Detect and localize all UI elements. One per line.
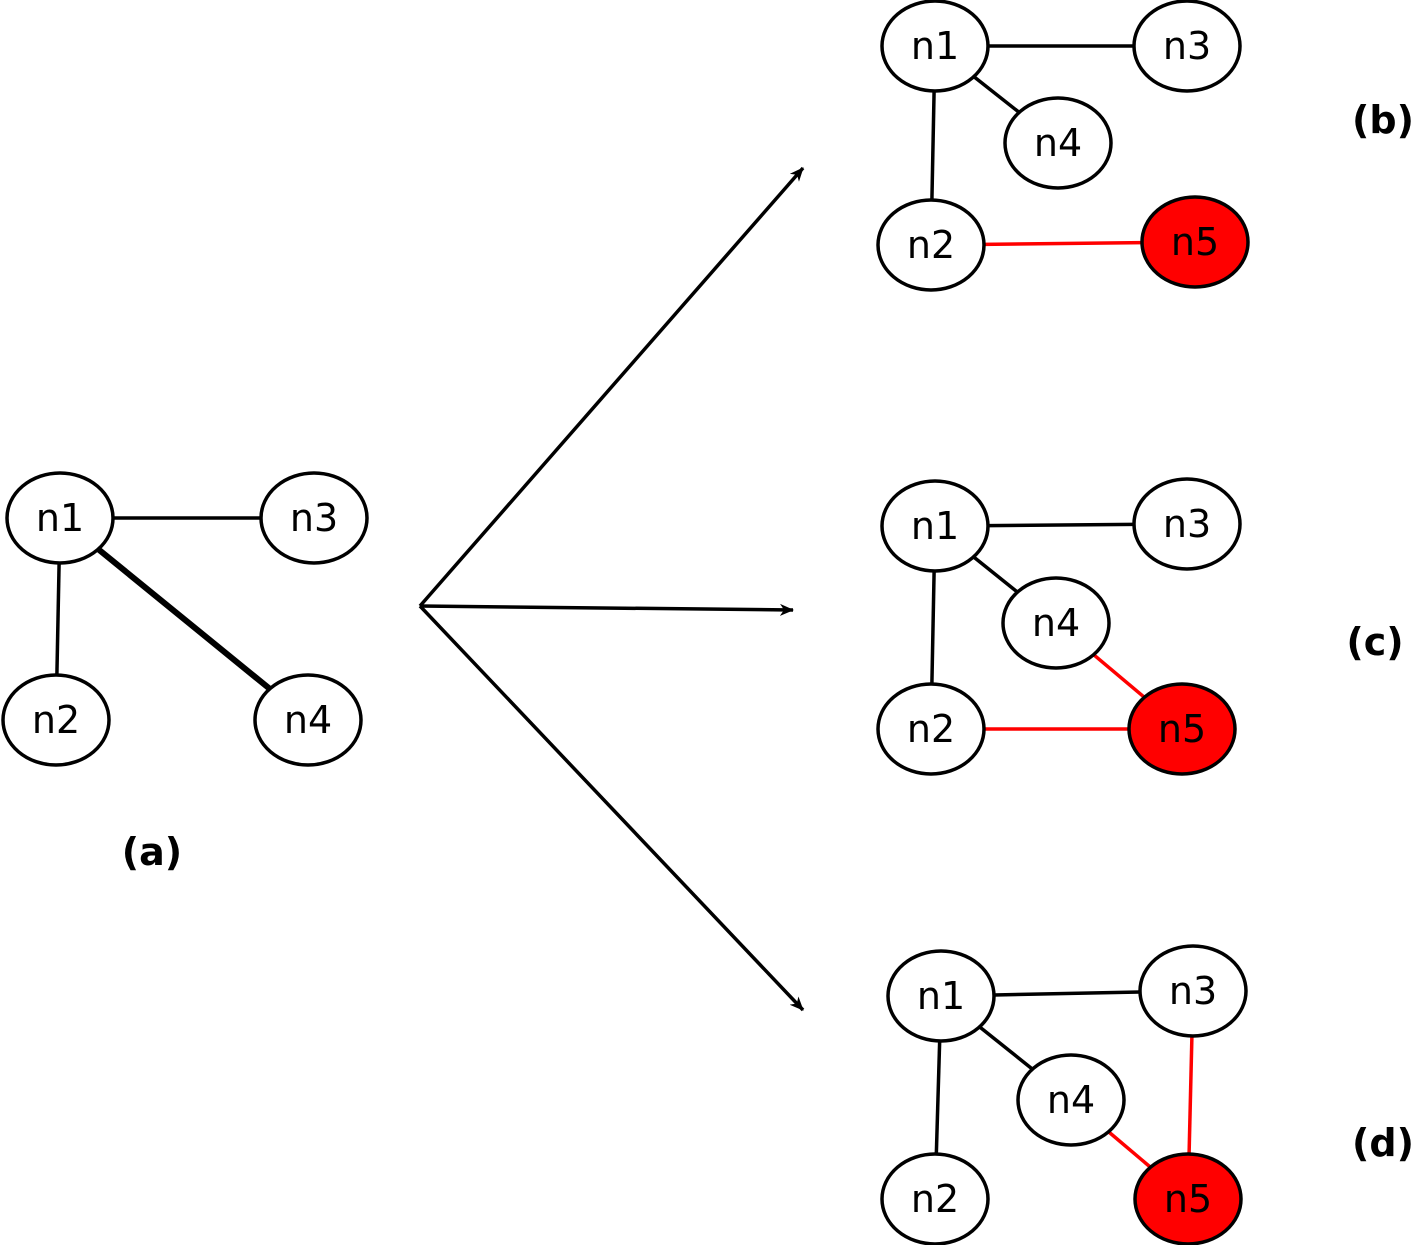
node-shape bbox=[1003, 96, 1113, 190]
node-label: n1 bbox=[911, 24, 959, 68]
node-n5: n5 bbox=[1140, 195, 1250, 289]
arrow-a-to-d bbox=[418, 604, 805, 1012]
edge-n3-n5 bbox=[1187, 1035, 1194, 1155]
node-label: n1 bbox=[917, 974, 965, 1018]
panel-label: (d) bbox=[1352, 1121, 1414, 1165]
node-shape bbox=[5, 471, 115, 565]
arrows-layer bbox=[418, 166, 805, 1012]
node-shape bbox=[1001, 576, 1111, 670]
panel-label: (a) bbox=[122, 830, 182, 874]
node-label: n5 bbox=[1164, 1177, 1212, 1221]
node-label: n1 bbox=[911, 504, 959, 548]
arrow-a-to-c bbox=[419, 603, 794, 616]
node-label: n4 bbox=[1032, 601, 1080, 645]
node-shape bbox=[880, 479, 990, 573]
edge-n1-n3 bbox=[987, 522, 1135, 528]
node-n3: n3 bbox=[1138, 944, 1248, 1038]
node-label: n3 bbox=[1163, 24, 1211, 68]
edge-n1-n2 bbox=[55, 562, 61, 676]
node-n3: n3 bbox=[259, 471, 369, 565]
edge-n1-n4 bbox=[972, 555, 1019, 594]
node-n3: n3 bbox=[1132, 477, 1242, 571]
node-label: n3 bbox=[290, 496, 338, 540]
node-shape bbox=[880, 1152, 990, 1246]
node-n1: n1 bbox=[886, 949, 996, 1043]
node-label: n2 bbox=[32, 698, 80, 742]
node-n2: n2 bbox=[880, 1152, 990, 1246]
edge-n4-n5 bbox=[1092, 653, 1146, 699]
node-shape bbox=[880, 0, 990, 93]
node-shape bbox=[876, 198, 986, 292]
node-shape bbox=[1133, 1152, 1243, 1246]
node-n1: n1 bbox=[880, 0, 990, 93]
node-shape bbox=[1132, 477, 1242, 571]
panel-d: n1 n2 n3 n4 n5 (d) bbox=[880, 944, 1414, 1246]
panel-label: (c) bbox=[1346, 620, 1403, 664]
node-label: n3 bbox=[1163, 502, 1211, 546]
edge-n1-n4 bbox=[96, 546, 272, 692]
node-shape bbox=[876, 682, 986, 776]
edge-n1-n3 bbox=[993, 990, 1141, 997]
node-label: n2 bbox=[911, 1177, 959, 1221]
node-shape bbox=[886, 949, 996, 1043]
node-label: n2 bbox=[907, 223, 955, 267]
node-shape bbox=[259, 471, 369, 565]
panel-b: n1 n2 n3 n4 n5 (b) bbox=[876, 0, 1414, 292]
node-shape bbox=[1132, 0, 1242, 93]
node-n4: n4 bbox=[1001, 576, 1111, 670]
node-n3: n3 bbox=[1132, 0, 1242, 93]
node-shape bbox=[1127, 682, 1237, 776]
node-n4: n4 bbox=[253, 673, 363, 767]
panel-a: n1 n2 n3 n4 (a) bbox=[1, 471, 369, 874]
panel-label: (b) bbox=[1352, 98, 1414, 142]
node-n4: n4 bbox=[1003, 96, 1113, 190]
edge-n1-n2 bbox=[930, 90, 936, 201]
edge-n1-n4 bbox=[972, 75, 1021, 114]
edge-n1-n4 bbox=[978, 1025, 1034, 1071]
node-n2: n2 bbox=[876, 198, 986, 292]
node-label: n5 bbox=[1171, 220, 1219, 264]
edge-n4-n5 bbox=[1107, 1130, 1152, 1169]
node-label: n5 bbox=[1158, 707, 1206, 751]
node-n1: n1 bbox=[880, 479, 990, 573]
node-n2: n2 bbox=[876, 682, 986, 776]
node-label: n4 bbox=[284, 698, 332, 742]
node-shape bbox=[253, 673, 363, 767]
node-label: n3 bbox=[1169, 969, 1217, 1013]
node-n1: n1 bbox=[5, 471, 115, 565]
node-shape bbox=[1, 673, 111, 767]
node-shape bbox=[1138, 944, 1248, 1038]
edge-n2-n5 bbox=[983, 240, 1143, 247]
arrow-a-to-b bbox=[418, 166, 805, 608]
panel-c: n1 n2 n3 n4 n5 (c) bbox=[876, 477, 1404, 776]
node-label: n4 bbox=[1034, 121, 1082, 165]
node-label: n1 bbox=[36, 496, 84, 540]
node-n2: n2 bbox=[1, 673, 111, 767]
edge-n1-n2 bbox=[934, 1040, 942, 1155]
node-n4: n4 bbox=[1016, 1053, 1126, 1147]
node-shape bbox=[1016, 1053, 1126, 1147]
edge-n1-n2 bbox=[930, 570, 936, 685]
node-n5: n5 bbox=[1127, 682, 1237, 776]
node-n5: n5 bbox=[1133, 1152, 1243, 1246]
node-label: n2 bbox=[907, 707, 955, 751]
node-shape bbox=[1140, 195, 1250, 289]
node-label: n4 bbox=[1047, 1078, 1095, 1122]
